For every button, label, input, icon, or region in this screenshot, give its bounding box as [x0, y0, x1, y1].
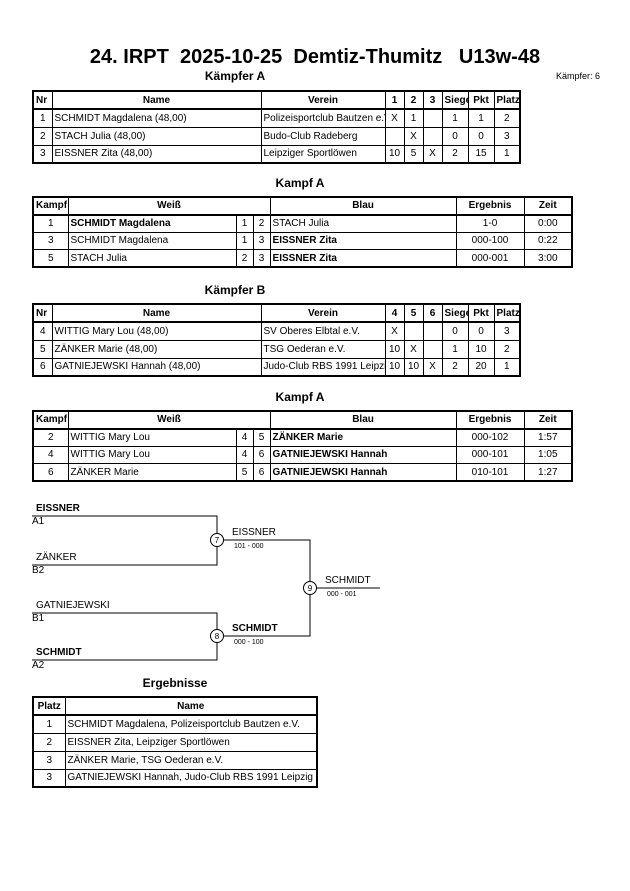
results-heading: Ergebnisse [142, 676, 208, 690]
col-4: 4 [384, 303, 405, 323]
table-row: 1 SCHMIDT Magdalena (48,00) Polizeisport… [32, 108, 521, 128]
pool-b-table: Nr Name Verein 4 5 6 Siege Pkt Platz 4 W… [32, 303, 521, 377]
match-9-score: 000 - 001 [327, 591, 357, 598]
pool-b-header-row: Nr Name Verein 4 5 6 Siege Pkt Platz [32, 303, 521, 323]
cell-name: EISSNER Zita, Leipziger Sportlöwen [64, 732, 318, 752]
match-8-marker [210, 629, 224, 643]
col-5: 5 [403, 303, 424, 323]
match-7-marker [210, 533, 224, 547]
bracket-entry: ZÄNKER [36, 552, 77, 563]
fights-a-table: Kampf Weiß Blau Ergebnis Zeit 1 SCHMIDT … [32, 196, 574, 268]
cell-blau-nr: 6 [252, 463, 271, 482]
match-9-winner: SCHMIDT [325, 575, 371, 586]
col-name: Name [64, 696, 318, 716]
cell-platz: 3 [32, 750, 66, 770]
col-nr: Nr [32, 90, 53, 110]
cell-name: SCHMIDT Magdalena, Polizeisportclub Baut… [64, 714, 318, 734]
match-num: 9 [308, 584, 313, 593]
bracket-seed: A2 [32, 660, 45, 671]
fights-a-header-row: Kampf Weiß Blau Ergebnis Zeit [32, 196, 573, 216]
cell-weiss: ZÄNKER Marie [67, 463, 237, 482]
results-table: Platz Name 1 SCHMIDT Magdalena, Polizeis… [32, 696, 318, 788]
col-weiss: Weiß [67, 410, 271, 430]
cell-platz: 1 [493, 357, 521, 377]
match-7-score: 101 - 000 [234, 543, 264, 550]
bracket-seed: A1 [32, 516, 45, 527]
cell-platz: 1 [32, 714, 66, 734]
match-num: 7 [215, 536, 220, 545]
cell-zeit: 1:27 [523, 463, 573, 482]
table-row: 2 EISSNER Zita, Leipziger Sportlöwen [32, 732, 318, 752]
col-1: 1 [384, 90, 405, 110]
cell-score: 10 [403, 357, 424, 377]
match-num: 8 [215, 632, 220, 641]
bracket-seed: B1 [32, 613, 45, 624]
match-7-winner: EISSNER [232, 527, 276, 538]
table-row: 3 EISSNER Zita (48,00) Leipziger Sportlö… [32, 144, 521, 164]
col-name: Name [51, 90, 262, 110]
cell-score: X [422, 144, 443, 164]
col-zeit: Zeit [523, 196, 573, 216]
cell-verein: Leipziger Sportlöwen [260, 144, 386, 164]
cell-platz: 2 [32, 732, 66, 752]
table-row: 6 ZÄNKER Marie 5 6 GATNIEJEWSKI Hannah 0… [32, 463, 573, 482]
results-header-row: Platz Name [32, 696, 318, 716]
match-8-winner: SCHMIDT [232, 623, 278, 634]
fighter-count: Kämpfer: 6 [555, 71, 600, 81]
cell-weiss: STACH Julia [67, 249, 237, 268]
bracket-entry: SCHMIDT [36, 647, 82, 658]
table-row: 3 ZÄNKER Marie, TSG Oederan e.V. [32, 750, 318, 770]
col-zeit: Zeit [523, 410, 573, 430]
pool-b-heading: Kämpfer B [204, 283, 266, 297]
col-platz: Platz [493, 90, 521, 110]
cell-score: 10 [384, 144, 405, 164]
col-platz: Platz [32, 696, 66, 716]
fights-b-heading: Kampf A [275, 390, 325, 404]
cell-platz: 1 [493, 144, 521, 164]
table-row: 5 STACH Julia 2 3 EISSNER Zita 000-001 3… [32, 249, 573, 268]
col-kampf: Kampf [32, 196, 69, 216]
col-platz: Platz [493, 303, 521, 323]
table-row: 3 GATNIEJEWSKI Hannah, Judo-Club RBS 199… [32, 768, 318, 788]
table-row: 4 WITTIG Mary Lou 4 6 GATNIEJEWSKI Hanna… [32, 445, 573, 464]
fights-b-table: Kampf Weiß Blau Ergebnis Zeit 2 WITTIG M… [32, 410, 574, 482]
match-8-score: 000 - 100 [234, 639, 264, 646]
cell-name: ZÄNKER Marie, TSG Oederan e.V. [64, 750, 318, 770]
cell-platz: 3 [32, 768, 66, 788]
cell-name: GATNIEJEWSKI Hannah, Judo-Club RBS 1991 … [64, 768, 318, 788]
bracket-entry: EISSNER [36, 503, 80, 514]
match-9-marker [303, 581, 317, 595]
pool-a-heading: Kämpfer A [204, 69, 266, 83]
col-pkt: Pkt [467, 303, 495, 323]
table-row: 2 WITTIG Mary Lou 4 5 ZÄNKER Marie 000-1… [32, 428, 573, 447]
col-verein: Verein [260, 303, 386, 323]
pool-a-table: Nr Name Verein 1 2 3 Siege Pkt Platz 1 S… [32, 90, 521, 164]
table-row: 1 SCHMIDT Magdalena, Polizeisportclub Ba… [32, 714, 318, 734]
cell-blau-nr: 2 [252, 214, 271, 233]
table-row: 6 GATNIEJEWSKI Hannah (48,00) Judo-Club … [32, 357, 521, 377]
bracket-entry: GATNIEJEWSKI [36, 600, 110, 611]
col-siege: Siege [441, 303, 469, 323]
table-row: 5 ZÄNKER Marie (48,00) TSG Oederan e.V. … [32, 339, 521, 359]
fights-b-header-row: Kampf Weiß Blau Ergebnis Zeit [32, 410, 573, 430]
page-title: 24. IRPT 2025-10-25 Demtiz-Thumitz U13w-… [89, 46, 541, 68]
cell-blau-nr: 3 [252, 249, 271, 268]
cell-blau-nr: 5 [252, 428, 271, 447]
col-ergebnis: Ergebnis [455, 196, 525, 216]
fights-a-heading: Kampf A [275, 176, 325, 190]
cell-zeit: 3:00 [523, 249, 573, 268]
pool-a-header-row: Nr Name Verein 1 2 3 Siege Pkt Platz [32, 90, 521, 110]
col-weiss: Weiß [67, 196, 271, 216]
bracket-seed: B2 [32, 565, 45, 576]
